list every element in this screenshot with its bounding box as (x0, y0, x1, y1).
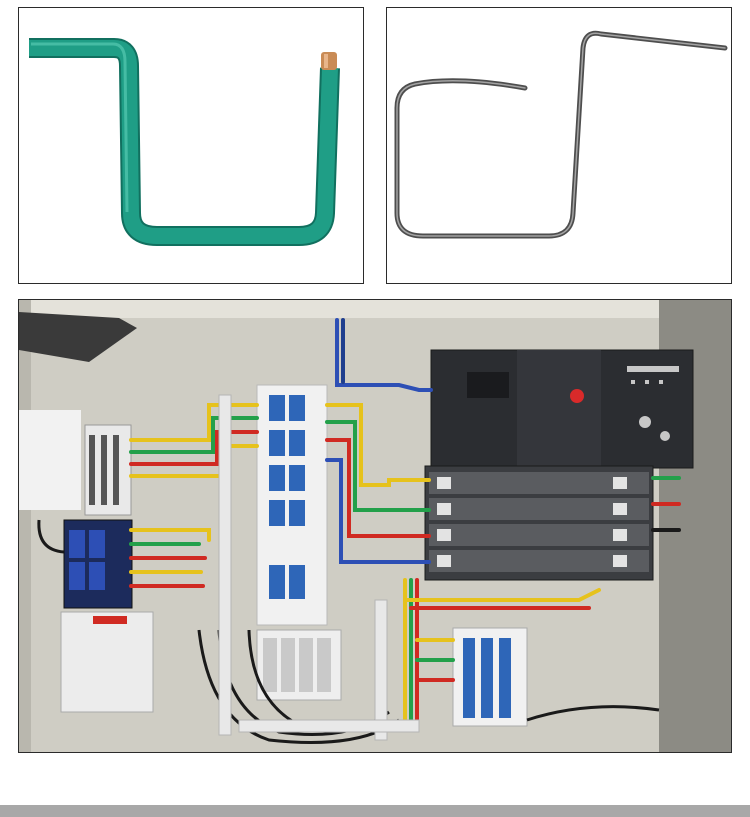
power-module (60, 611, 154, 713)
photo-green-wire (18, 7, 364, 284)
cabinet-illustration (19, 300, 731, 752)
cable-duct (218, 394, 232, 736)
photo-electrical-cabinet (18, 299, 732, 753)
side-panel (19, 410, 81, 510)
cover-plate (19, 312, 137, 362)
photo-steel-wire (386, 7, 732, 284)
red-indicator (570, 389, 584, 403)
footer-bar (0, 805, 750, 817)
steel-wire-illustration (394, 30, 728, 239)
green-wire-illustration (29, 38, 340, 246)
copper-core (321, 52, 337, 70)
